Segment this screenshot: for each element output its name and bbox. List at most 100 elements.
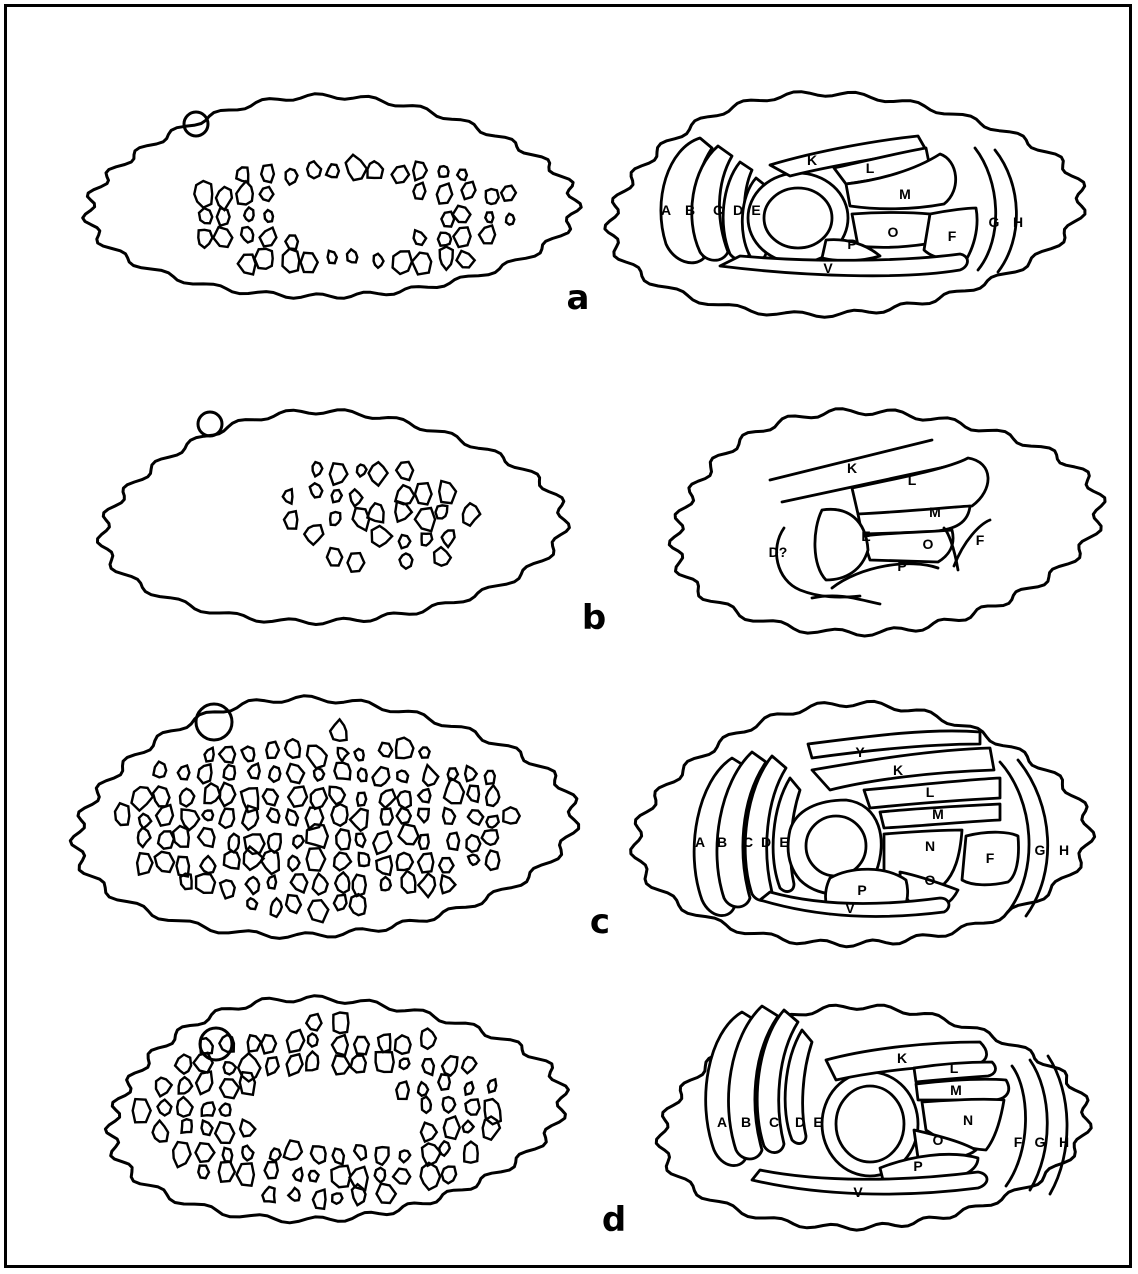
label-d-O: O [933,1132,944,1148]
scale-c [246,877,259,894]
scale-a [347,249,357,262]
scale-c [285,739,300,758]
scale-c [288,856,299,871]
scale-a [437,184,452,204]
label-d-C: C [769,1114,779,1130]
label-c-G: G [1035,842,1046,858]
scale-c [307,848,326,870]
scale-c [178,766,190,780]
scale-c [266,742,279,758]
scale-c [138,827,151,847]
scale-b [350,489,363,506]
scale-d [198,1166,209,1179]
scale-d [376,1147,389,1165]
panel-d-diagram [706,1006,1067,1194]
scale-c [396,738,413,759]
label-c-F: F [986,850,995,866]
scale-c [334,763,350,780]
scale-c [156,805,173,826]
scale-d [375,1168,385,1183]
scale-c [397,808,411,824]
scale-c [306,808,324,830]
scale-d [350,1167,368,1190]
parts-layer [661,136,1067,1194]
scale-c [485,771,495,784]
plate-O [862,530,953,562]
panel-c-diagram [694,731,1048,917]
scale-d [421,1029,436,1049]
scale-b [330,463,348,485]
scale-c [338,748,349,761]
scale-b [313,462,323,476]
scale-a [453,227,470,247]
label-a-K: K [807,152,817,168]
scale-c [423,765,438,786]
scale-c [314,768,324,780]
scale-c [379,743,392,757]
scale-c [359,853,370,866]
scale-c [441,875,456,893]
scale-d [331,1166,350,1187]
label-c-V: V [845,900,855,916]
scale-c [293,836,304,848]
label-d-P: P [913,1158,922,1174]
scale-a [326,164,339,177]
scale-c [353,875,366,896]
scale-d [306,1052,318,1071]
scale-a [479,226,495,244]
scale-d [156,1078,172,1097]
specimen-outline-left-a [83,94,582,298]
scale-a [457,170,467,180]
scale-d [240,1120,255,1137]
plate-M [916,1079,1009,1100]
scale-d [287,1054,303,1075]
scale-layer [115,155,520,1209]
scale-d [133,1099,151,1122]
scale-c [137,853,152,874]
scale-c [468,810,483,824]
label-d-N: N [963,1112,973,1128]
scale-d [179,1077,192,1093]
scale-d [421,1123,437,1142]
scale-c [465,766,477,781]
scale-a [244,208,253,222]
scale-d [173,1142,190,1167]
scale-c [418,874,435,898]
scale-d [354,1145,366,1160]
label-d-H: H [1059,1134,1069,1150]
scale-c [467,786,479,802]
label-c-K: K [893,762,903,778]
scale-d [393,1169,410,1184]
scale-b [304,525,323,545]
scale-b [399,535,411,548]
scale-a [414,230,427,245]
scale-d [242,1146,253,1161]
label-d-K: K [897,1050,907,1066]
scale-a [307,161,321,178]
scale-b [372,526,392,547]
scale-c [268,876,277,889]
scale-d [309,1171,319,1181]
label-d-B: B [741,1114,751,1130]
scale-d [438,1074,450,1089]
label-b-Dq: D? [769,544,788,560]
scale-c [271,898,282,917]
scale-a [285,235,298,249]
scale-a [283,249,300,273]
scale-b [463,503,480,525]
label-d-G: G [1035,1134,1046,1150]
label-d-F: F [1014,1134,1023,1150]
plate-F-line [954,520,990,566]
scale-c [205,783,221,803]
scale-b [353,508,370,531]
scale-a [485,212,493,222]
panel-letter-a: a [567,278,590,318]
scale-a [241,227,253,243]
scale-d [202,1121,213,1135]
label-a-V: V [823,260,833,276]
scale-c [287,764,304,783]
scale-d [465,1082,474,1094]
specimen-outline-left-b [98,410,570,625]
scale-d [306,1014,321,1030]
scale-a [236,167,248,182]
